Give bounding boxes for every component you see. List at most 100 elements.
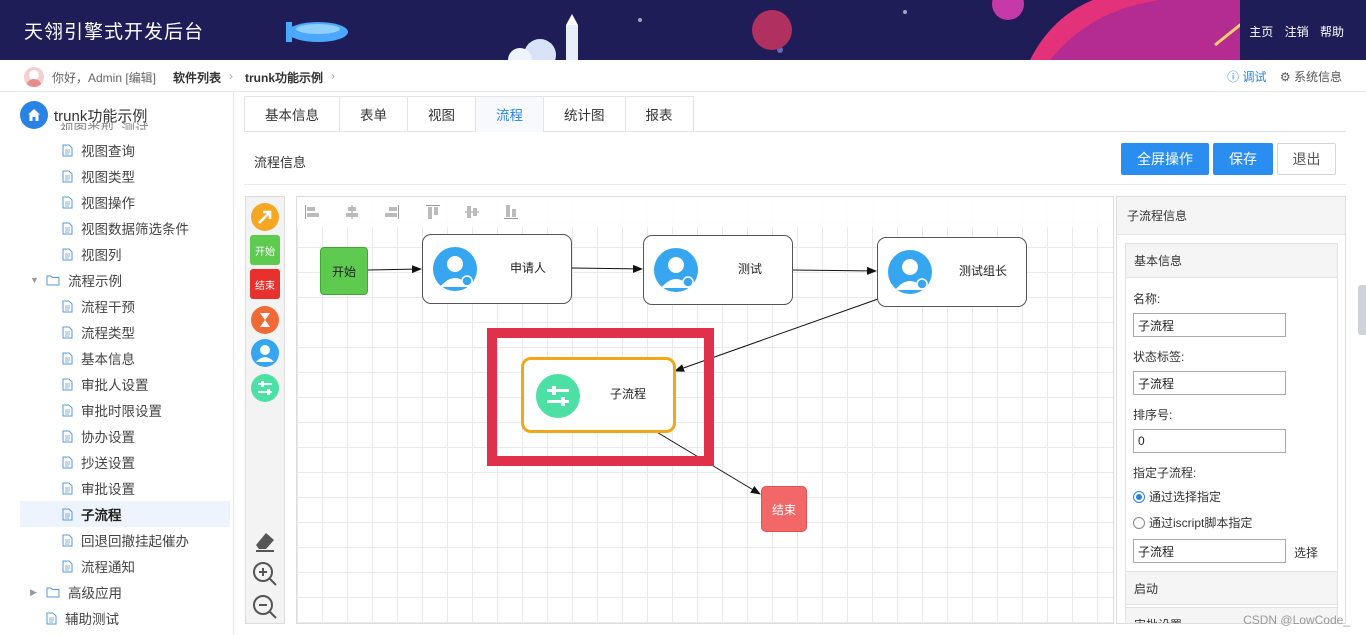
section-title: 流程信息	[254, 155, 307, 170]
eraser-icon[interactable]	[250, 525, 280, 555]
sidebar-item[interactable]: 子流程	[20, 501, 230, 527]
sidebar-item[interactable]: 审批设置	[62, 475, 135, 501]
sidebar-item[interactable]: 辅助测试	[46, 605, 119, 631]
flow-node-test-leader[interactable]: 测试组长	[877, 237, 1027, 307]
tab-view[interactable]: 视图	[407, 96, 475, 132]
align-top-icon[interactable]	[426, 205, 440, 219]
start-node-tool[interactable]: 开始	[250, 235, 280, 265]
approve-section[interactable]: 审批设置	[1125, 607, 1338, 623]
tab-form[interactable]: 表单	[339, 96, 407, 132]
breadcrumb-separator: ›	[229, 69, 233, 83]
align-right-icon[interactable]	[385, 205, 399, 219]
panel-title: 子流程信息	[1117, 197, 1345, 235]
sidebar-item[interactable]: ▼流程示例	[30, 267, 122, 293]
sidebar-item[interactable]: ▶高级应用	[30, 579, 122, 605]
status-input[interactable]	[1133, 371, 1286, 395]
breadcrumb-software-list[interactable]: 软件列表	[173, 71, 222, 85]
file-icon	[62, 326, 73, 338]
edge-test-leader[interactable]	[792, 266, 877, 275]
sidebar-item[interactable]: 视图列	[62, 241, 122, 267]
avatar[interactable]	[24, 67, 44, 87]
edge-applicant-test[interactable]	[571, 264, 643, 273]
timer-node-icon[interactable]	[250, 305, 280, 335]
sidebar-root[interactable]: trunk功能示例	[20, 100, 147, 130]
sidebar-item-label: 流程通知	[81, 560, 135, 575]
top-header: 天翎引擎式开发后台 主页 注销 帮助	[0, 0, 1366, 60]
system-info-link[interactable]: ⚙ 系统信息	[1280, 70, 1342, 84]
radio-button[interactable]	[1133, 516, 1145, 529]
breadcrumb-current-app[interactable]: trunk功能示例	[245, 71, 324, 85]
sidebar-item[interactable]: 回退回撤挂起催办	[62, 527, 189, 553]
sidebar-item[interactable]: 流程干预	[62, 293, 135, 319]
flow-connectors	[367, 264, 879, 495]
choose-link[interactable]: 选择	[1294, 546, 1319, 560]
align-left-icon[interactable]	[305, 205, 319, 219]
app-title: 天翎引擎式开发后台	[24, 22, 205, 43]
radio-select-option[interactable]: 通过选择指定	[1133, 488, 1221, 505]
home-link[interactable]: 主页	[1249, 25, 1274, 39]
file-icon	[62, 560, 73, 572]
tab-flow[interactable]: 流程	[475, 96, 543, 132]
sidebar-item[interactable]: 视图数据筛选条件	[62, 215, 189, 241]
align-bottom-icon[interactable]	[504, 205, 518, 219]
sidebar-item[interactable]: 视图类型	[62, 163, 135, 189]
caret-down-icon[interactable]: ▼	[30, 275, 39, 285]
align-middle-icon[interactable]	[465, 205, 479, 219]
node-label: 测试	[738, 262, 763, 276]
debug-label: 调试	[1242, 70, 1267, 84]
flow-canvas[interactable]: 开始 申请人 测试 测试组长 子流程 结束	[296, 196, 1114, 624]
sidebar-item[interactable]: 抄送设置	[62, 449, 135, 475]
file-icon	[62, 456, 73, 468]
sidebar-item[interactable]: 协办设置	[62, 423, 135, 449]
breadcrumb-actions: ⓘ 调试 ⚙ 系统信息	[1227, 68, 1342, 85]
start-section[interactable]: 启动	[1125, 571, 1338, 605]
scroll-handle[interactable]	[1358, 285, 1366, 335]
fullscreen-button[interactable]: 全屏操作	[1121, 143, 1209, 175]
flow-end-node[interactable]: 结束	[761, 486, 807, 532]
order-input[interactable]	[1133, 429, 1286, 453]
file-icon	[46, 612, 57, 624]
sidebar-item-clipped[interactable]: 视图类型_测试	[60, 114, 149, 130]
gear-icon: ⚙	[1279, 70, 1291, 84]
sidebar-item[interactable]: 视图查询	[62, 137, 135, 163]
user-task-icon[interactable]	[250, 338, 280, 368]
sidebar-item-label: 视图数据筛选条件	[81, 222, 189, 237]
file-icon	[62, 534, 73, 546]
edge-start-applicant[interactable]	[367, 265, 422, 274]
name-input[interactable]	[1133, 313, 1286, 337]
logout-link[interactable]: 注销	[1284, 25, 1309, 39]
end-tool-label: 结束	[255, 280, 275, 292]
debug-link[interactable]: ⓘ 调试	[1227, 70, 1266, 84]
sidebar-item[interactable]: 基本信息	[62, 345, 135, 371]
highlight-box	[487, 328, 714, 466]
subflow-node-icon[interactable]	[250, 373, 280, 403]
flow-start-node[interactable]: 开始	[320, 247, 368, 295]
sidebar-item-label: 基本信息	[81, 352, 135, 367]
end-node-tool[interactable]: 结束	[250, 269, 280, 299]
caret-right-icon[interactable]: ▶	[30, 586, 37, 597]
file-icon	[62, 196, 73, 208]
help-link[interactable]: 帮助	[1319, 25, 1344, 39]
sidebar-item[interactable]: 视图操作	[62, 189, 135, 215]
subflow-input[interactable]	[1133, 539, 1286, 563]
flow-node-applicant[interactable]: 申请人	[422, 234, 572, 304]
sidebar-item[interactable]: 审批时限设置	[62, 397, 162, 423]
flow-node-test[interactable]: 测试	[643, 235, 793, 305]
flow-node-subflow[interactable]: 子流程	[521, 357, 676, 433]
tab-report[interactable]: 报表	[624, 96, 694, 132]
radio-button-checked[interactable]	[1133, 490, 1145, 503]
sidebar-item[interactable]: 审批人设置	[62, 371, 149, 397]
save-button[interactable]: 保存	[1213, 143, 1273, 175]
tab-basic-info[interactable]: 基本信息	[244, 96, 339, 132]
connector-tool-icon[interactable]	[250, 202, 280, 232]
align-center-icon[interactable]	[345, 205, 359, 219]
tab-chart[interactable]: 统计图	[543, 96, 625, 132]
sidebar-item-label: 视图操作	[81, 196, 135, 211]
exit-button[interactable]: 退出	[1277, 143, 1336, 175]
sidebar-item[interactable]: 流程类型	[62, 319, 135, 345]
sidebar-item[interactable]: 流程通知	[62, 553, 135, 579]
user-greeting[interactable]: 你好，Admin [编辑]	[52, 71, 157, 85]
radio-script-option[interactable]: 通过iscript脚本指定	[1133, 514, 1252, 531]
zoom-in-icon[interactable]	[250, 559, 280, 589]
zoom-out-icon[interactable]	[250, 592, 280, 622]
